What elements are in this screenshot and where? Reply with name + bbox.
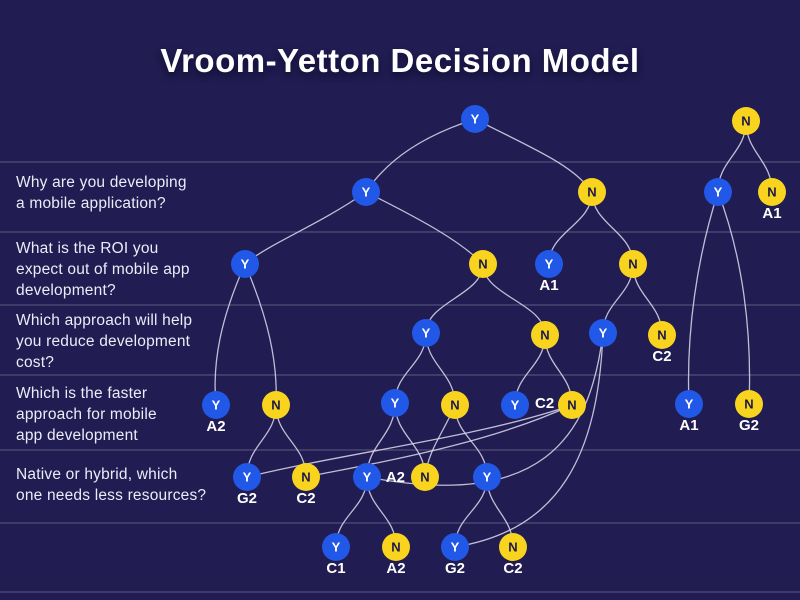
decision-node-yes: Y — [675, 390, 703, 418]
decision-node-yes: Y — [381, 389, 409, 417]
decision-edge — [244, 263, 277, 406]
node-answer-letter: N — [540, 328, 549, 343]
question-4: Which is the faster approach for mobile … — [16, 385, 157, 445]
decision-node-yes: Y — [322, 533, 350, 561]
node-answer-letter: Y — [483, 470, 492, 485]
outcome-label: G2 — [237, 490, 257, 507]
decision-node-no: N — [411, 463, 439, 491]
decision-edge — [365, 118, 476, 193]
decision-edge — [474, 118, 593, 193]
node-answer-letter: Y — [332, 540, 341, 555]
outcome-label: C1 — [326, 560, 345, 577]
decision-node-yes: Y — [231, 250, 259, 278]
node-answer-letter: Y — [511, 398, 520, 413]
outcome-label: C2 — [296, 490, 315, 507]
decision-node-yes: Y — [461, 105, 489, 133]
outcome-label: C2 — [652, 348, 671, 365]
node-answer-letter: N — [478, 257, 487, 272]
decision-node-yes: Y — [704, 178, 732, 206]
node-answer-letter: N — [767, 185, 776, 200]
node-answer-letter: N — [657, 328, 666, 343]
node-answer-letter: Y — [599, 326, 608, 341]
node-answer-letter: N — [744, 397, 753, 412]
page-title: Vroom-Yetton Decision Model — [160, 42, 640, 79]
outcome-label: A2 — [206, 418, 225, 435]
decision-edge — [214, 263, 246, 406]
node-answer-letter: Y — [471, 112, 480, 127]
node-answer-letter: N — [391, 540, 400, 555]
node-answer-letter: Y — [451, 540, 460, 555]
node-answer-letter: N — [301, 470, 310, 485]
decision-node-no: N — [531, 321, 559, 349]
node-answer-letter: N — [567, 398, 576, 413]
node-answer-letter: Y — [714, 185, 723, 200]
node-answer-letter: N — [508, 540, 517, 555]
decision-node-no: N — [732, 107, 760, 135]
question-3: Which approach will help you reduce deve… — [16, 312, 193, 372]
outcome-label: A1 — [539, 277, 558, 294]
decision-node-yes: Y — [202, 391, 230, 419]
decision-node-yes: Y — [353, 463, 381, 491]
decision-node-no: N — [292, 463, 320, 491]
node-answer-letter: N — [587, 185, 596, 200]
decision-edge — [687, 191, 719, 405]
decision-edge — [717, 191, 751, 405]
node-answer-letter: Y — [362, 185, 371, 200]
decision-node-no: N — [499, 533, 527, 561]
node-answer-letter: Y — [391, 396, 400, 411]
node-answer-letter: Y — [363, 470, 372, 485]
decision-node-no: N — [469, 250, 497, 278]
node-answer-letter: Y — [212, 398, 221, 413]
outcome-label: C2 — [535, 395, 554, 412]
node-answer-letter: Y — [241, 257, 250, 272]
decision-node-yes: Y — [352, 178, 380, 206]
outcome-label: A2 — [386, 469, 405, 486]
decision-node-no: N — [735, 390, 763, 418]
node-answer-letter: N — [741, 114, 750, 129]
outcome-label: A1 — [762, 205, 781, 222]
decision-node-yes: Y — [473, 463, 501, 491]
node-answer-letter: N — [420, 470, 429, 485]
decision-node-yes: Y — [441, 533, 469, 561]
decision-node-no: N — [758, 178, 786, 206]
decision-node-no: N — [619, 250, 647, 278]
decision-node-yes: Y — [501, 391, 529, 419]
decision-edge — [246, 404, 573, 478]
node-answer-letter: Y — [422, 326, 431, 341]
decision-node-no: N — [441, 391, 469, 419]
node-answer-letter: N — [450, 398, 459, 413]
question-2: What is the ROI you expect out of mobile… — [16, 240, 190, 300]
node-answer-letter: Y — [243, 470, 252, 485]
decision-node-yes: Y — [412, 319, 440, 347]
node-answer-letter: N — [628, 257, 637, 272]
outcome-label: A1 — [679, 417, 698, 434]
node-answer-letter: N — [271, 398, 280, 413]
question-1: Why are you developing a mobile applicat… — [16, 174, 187, 213]
outcome-label: G2 — [445, 560, 465, 577]
decision-node-yes: Y — [233, 463, 261, 491]
decision-node-no: N — [648, 321, 676, 349]
question-5: Native or hybrid, which one needs less r… — [16, 466, 207, 505]
decision-edge — [482, 263, 546, 336]
decision-node-no: N — [382, 533, 410, 561]
outcome-label: G2 — [739, 417, 759, 434]
decision-edge — [244, 191, 367, 265]
decision-edge — [454, 332, 604, 548]
outcome-label: C2 — [503, 560, 522, 577]
decision-edge — [365, 191, 484, 265]
node-answer-letter: Y — [545, 257, 554, 272]
outcome-label: A2 — [386, 560, 405, 577]
decision-node-no: N — [558, 391, 586, 419]
decision-node-no: N — [262, 391, 290, 419]
decision-node-no: N — [578, 178, 606, 206]
decision-node-yes: Y — [589, 319, 617, 347]
decision-node-yes: Y — [535, 250, 563, 278]
decision-edge — [305, 404, 573, 478]
node-answer-letter: Y — [685, 397, 694, 412]
